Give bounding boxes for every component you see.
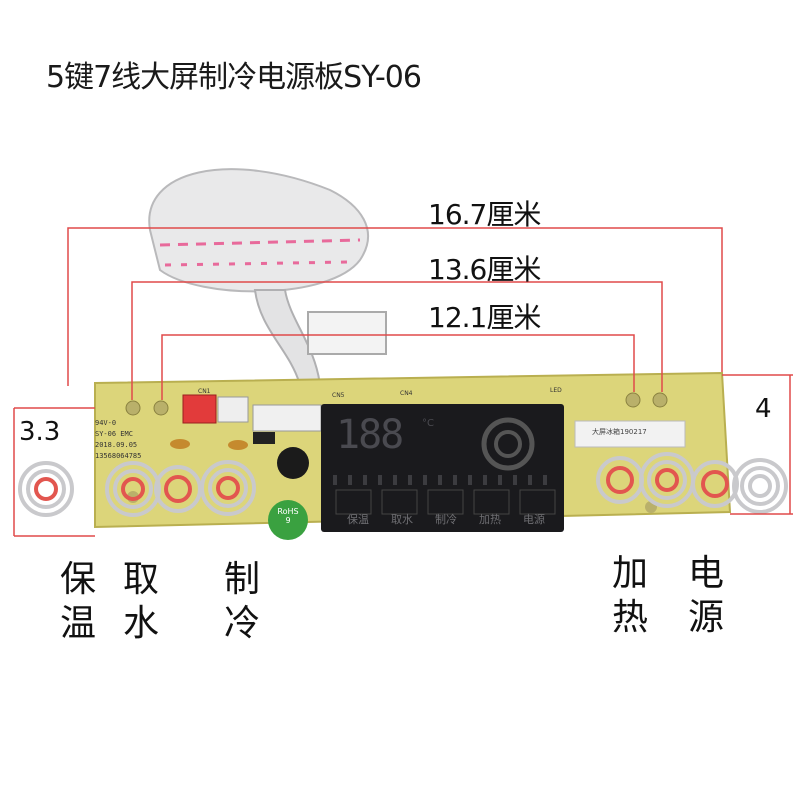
board-line: SY-06 EMC	[95, 430, 133, 438]
label-heating: 加 热	[612, 553, 649, 638]
board-model-text: 94V-0 SY-06 EMC 2018.09.05 13568064785	[95, 418, 141, 462]
display-button-label: 保温	[347, 513, 369, 526]
lcd-display	[321, 404, 564, 532]
left-height-label: 3.3	[19, 417, 61, 447]
outer-dimension	[67, 227, 723, 386]
board-line: 13568064785	[95, 452, 142, 460]
label-cooling: 制 冷	[224, 559, 261, 644]
sticker	[574, 420, 686, 448]
connector-label: LED	[550, 387, 562, 394]
spring-take-water-2	[154, 465, 202, 513]
rohs-text: RoHS 9	[277, 507, 299, 525]
board-line: 94V-0	[95, 419, 117, 427]
inner-dimension	[161, 334, 635, 400]
label-keep-warm: 保 温	[60, 559, 97, 644]
display-button-label: 加热	[479, 513, 501, 526]
spring-contacts	[18, 452, 788, 517]
right-height-label: 4	[755, 394, 772, 424]
spring-keep-warm	[18, 461, 74, 517]
label-power: 电 源	[688, 553, 725, 638]
spring-power-2	[732, 458, 788, 514]
page-title: 5键7线大屏制冷电源板SY-06	[46, 60, 422, 95]
display-button-label: 取水	[391, 513, 413, 526]
display-digits: 188	[336, 412, 404, 458]
ribbon-cable	[148, 168, 387, 386]
left-height	[13, 407, 95, 537]
connector-label: CN5	[332, 392, 345, 399]
display-button-row: 保温 取水 制冷 加热 电源	[336, 511, 556, 527]
sticker-text: 大屏冰箱190217	[592, 428, 647, 436]
display-button-label: 制冷	[435, 513, 457, 526]
board-line: 2018.09.05	[95, 441, 138, 449]
middle-dimension	[131, 281, 663, 400]
spring-cooling	[200, 460, 256, 516]
outer-length-label: 16.7厘米	[428, 198, 541, 231]
spring-take-water	[105, 461, 161, 517]
connector-label: CN4	[400, 390, 413, 397]
rohs-badge	[268, 500, 308, 540]
display-button-label: 电源	[523, 513, 545, 526]
middle-length-label: 13.6厘米	[428, 253, 541, 286]
dimension-lines	[13, 227, 793, 537]
connector-label: CN1	[198, 388, 211, 395]
right-height	[722, 374, 793, 515]
inner-length-label: 12.1厘米	[428, 301, 541, 334]
spring-power	[691, 460, 739, 508]
display-unit: °C	[422, 418, 434, 429]
label-take-water: 取 水	[123, 559, 160, 644]
